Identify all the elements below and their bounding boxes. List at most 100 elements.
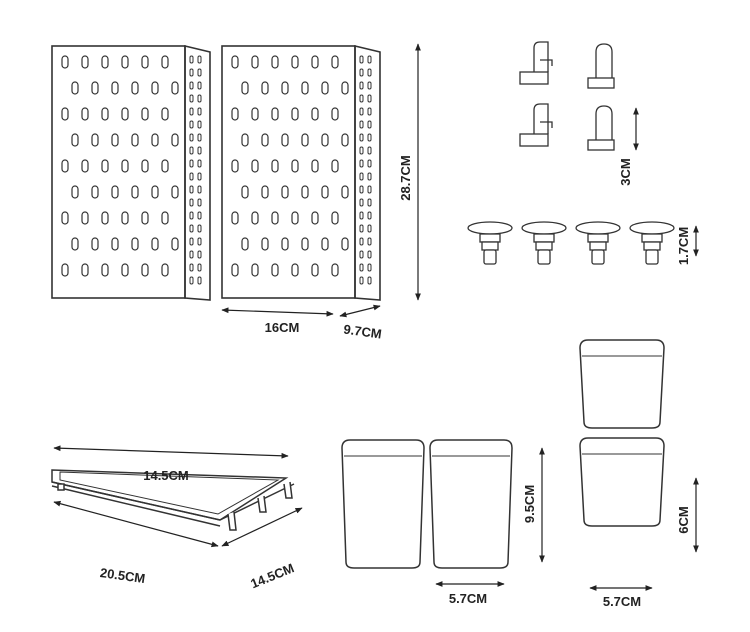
side-peg-hole — [189, 120, 194, 129]
peg-hole — [71, 185, 79, 199]
peg-hole — [271, 55, 279, 69]
peg-hole — [91, 133, 99, 147]
side-peg-hole — [359, 107, 364, 116]
peg-hole — [131, 185, 139, 199]
side-peg-hole — [189, 107, 194, 116]
peg-hole — [291, 55, 299, 69]
tall-cup-height-dimension: 9.5CM — [522, 447, 545, 563]
side-peg-hole — [359, 198, 364, 207]
peg-hole — [141, 159, 149, 173]
tall-cup-2 — [429, 439, 513, 569]
side-peg-hole — [359, 159, 364, 168]
side-peg-hole — [189, 159, 194, 168]
peg-hole — [161, 107, 169, 121]
side-peg-hole — [359, 224, 364, 233]
peg-hole — [141, 211, 149, 225]
peg-hole — [281, 237, 289, 251]
peg-hole — [231, 211, 239, 225]
side-peg-hole — [359, 120, 364, 129]
peg-hole — [171, 237, 179, 251]
peg-hole — [81, 159, 89, 173]
side-peg-hole — [359, 81, 364, 90]
clips-group — [467, 221, 675, 265]
side-peg-hole — [359, 94, 364, 103]
peg-hole — [321, 81, 329, 95]
peg-hole — [101, 55, 109, 69]
peg-hole — [171, 133, 179, 147]
side-peg-hole — [189, 172, 194, 181]
peg-hole — [161, 263, 169, 277]
peg-hole — [61, 55, 69, 69]
side-peg-hole — [189, 94, 194, 103]
shelf-top-label: 14.5CM — [143, 468, 189, 483]
peg-hole — [141, 107, 149, 121]
clip-height-dimension: 1.7CM — [676, 225, 699, 265]
peg-hole — [271, 263, 279, 277]
side-peg-hole — [197, 250, 202, 259]
side-peg-hole — [367, 263, 372, 272]
peg-hole — [241, 81, 249, 95]
side-peg-hole — [197, 133, 202, 142]
side-peg-hole — [197, 198, 202, 207]
short-cup-height-dimension: 6CM — [676, 477, 699, 553]
side-peg-hole — [367, 224, 372, 233]
short-cup-width-label: 5.7CM — [603, 594, 641, 609]
peg-hole — [261, 133, 269, 147]
side-peg-hole — [197, 237, 202, 246]
side-peg-hole — [367, 146, 372, 155]
peg-hole — [61, 159, 69, 173]
peg-hole — [161, 159, 169, 173]
side-peg-hole — [359, 185, 364, 194]
peg-hole — [231, 263, 239, 277]
peg-hole — [121, 55, 129, 69]
peg-hole — [81, 55, 89, 69]
hook-2 — [587, 43, 615, 89]
peg-hole — [111, 81, 119, 95]
clip — [521, 221, 567, 265]
side-peg-hole — [197, 263, 202, 272]
peg-hole — [91, 185, 99, 199]
peg-hole — [251, 211, 259, 225]
panel-width-label: 16CM — [265, 320, 300, 335]
clip — [629, 221, 675, 265]
peg-hole — [281, 185, 289, 199]
peg-hole — [291, 263, 299, 277]
side-peg-hole — [197, 120, 202, 129]
peg-hole — [101, 107, 109, 121]
peg-hole — [311, 55, 319, 69]
peg-hole — [81, 263, 89, 277]
peg-hole — [261, 81, 269, 95]
peg-hole — [261, 237, 269, 251]
clip — [467, 221, 513, 265]
peg-hole — [281, 133, 289, 147]
panel-depth-label: 9.7CM — [343, 321, 383, 341]
peg-hole — [251, 263, 259, 277]
side-peg-hole — [189, 198, 194, 207]
shelf-long-label: 20.5CM — [99, 565, 146, 586]
side-peg-hole — [197, 68, 202, 77]
tall-cup-height-label: 9.5CM — [522, 485, 537, 523]
peg-hole — [331, 107, 339, 121]
side-peg-hole — [359, 68, 364, 77]
peg-hole — [341, 237, 349, 251]
side-peg-hole — [189, 263, 194, 272]
side-peg-hole — [367, 237, 372, 246]
side-peg-hole — [197, 276, 202, 285]
side-peg-hole — [189, 81, 194, 90]
peg-hole — [131, 81, 139, 95]
peg-hole — [71, 237, 79, 251]
peg-hole — [91, 237, 99, 251]
peg-hole — [301, 237, 309, 251]
peg-hole — [301, 185, 309, 199]
short-cup-2 — [579, 437, 665, 527]
peg-hole — [301, 133, 309, 147]
peg-hole — [91, 81, 99, 95]
peg-hole — [101, 159, 109, 173]
peg-hole — [231, 107, 239, 121]
peg-hole — [301, 81, 309, 95]
hook-height-label: 3CM — [618, 158, 633, 185]
side-peg-hole — [189, 237, 194, 246]
hook-1 — [519, 41, 553, 85]
short-cup-height-label: 6CM — [676, 506, 691, 533]
